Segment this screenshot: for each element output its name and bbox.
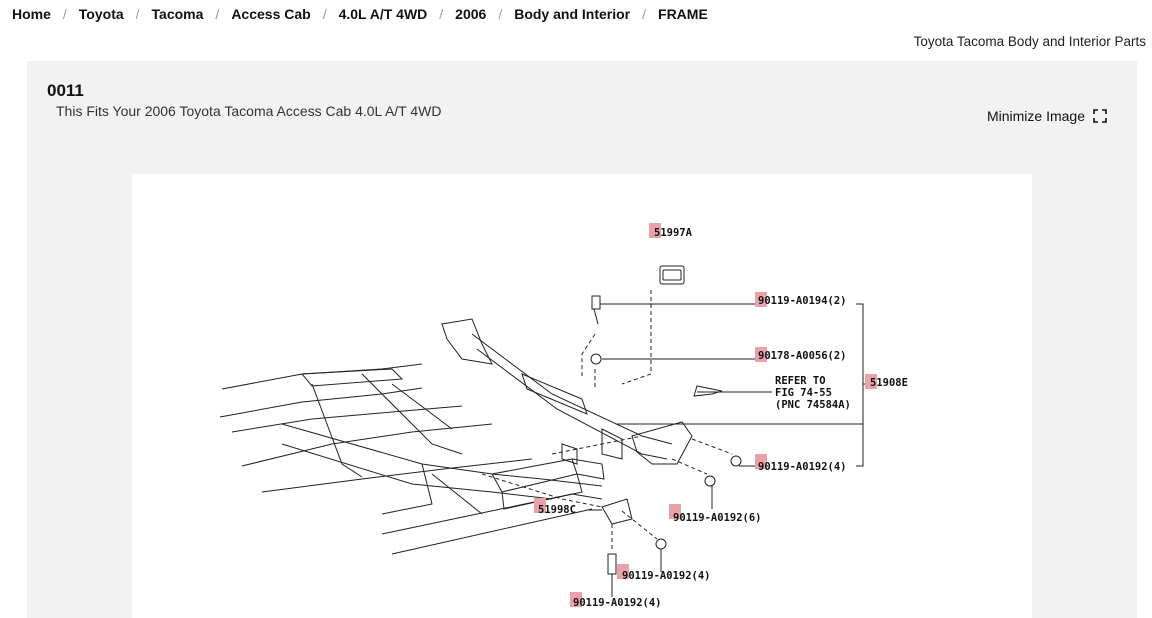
callout-label: 51997A [654,227,693,239]
callout-90119-A0192-center[interactable]: 90119-A0192(6) [669,504,762,524]
callout-label: 90119-A0192(4) [622,570,711,582]
minimize-image-label: Minimize Image [986,108,1085,124]
breadcrumb-separator: / [215,6,220,22]
breadcrumb-separator: / [498,6,503,22]
callout-90178-A0056[interactable]: 90178-A0056(2) [755,347,847,362]
refer-note-line: FIG 74-55 [775,387,832,399]
callout-label: 51998C [538,504,576,516]
breadcrumb-separator: / [322,6,327,22]
breadcrumb-make[interactable]: Toyota [78,6,124,22]
part-code: 0011 [47,81,84,100]
callout-label: 90119-A0192(4) [573,597,662,609]
refer-note-line: (PNC 74584A) [775,399,851,411]
frame-illustration [219,265,872,597]
callout-90119-A0192-right[interactable]: 90119-A0192(4) [755,454,847,473]
callout-51908E[interactable]: 51908E [865,374,908,389]
fitment-text: This Fits Your 2006 Toyota Tacoma Access… [56,103,442,119]
page-subheading: Toyota Tacoma Body and Interior Parts [913,34,1146,49]
callout-90119-A0192-bottom[interactable]: 90119-A0192(4) [570,592,662,609]
breadcrumb-engine[interactable]: 4.0L A/T 4WD [338,6,428,22]
parts-diagram[interactable]: 51997A 90119-A0194(2) 90178-A0056(2) REF… [132,174,1032,618]
breadcrumb-home[interactable]: Home [12,6,51,22]
breadcrumb-category[interactable]: Body and Interior [514,6,631,22]
callout-90119-A0194[interactable]: 90119-A0194(2) [755,292,847,307]
breadcrumb-separator: / [135,6,140,22]
breadcrumb-current[interactable]: FRAME [658,6,708,22]
callout-label: 90119-A0192(4) [758,461,847,473]
callout-label: 90178-A0056(2) [758,350,847,362]
callout-label: 51908E [870,377,908,389]
breadcrumb-model[interactable]: Tacoma [151,6,204,22]
breadcrumb-separator: / [642,6,647,22]
minimize-image-button[interactable]: Minimize Image [987,108,1107,124]
diagram-panel: 0011 This Fits Your 2006 Toyota Tacoma A… [27,61,1137,618]
expand-icon [1093,109,1107,123]
breadcrumb: Home / Toyota / Tacoma / Access Cab / 4.… [12,5,708,23]
callout-label: 90119-A0192(6) [673,512,762,524]
callout-51998C[interactable]: 51998C [534,498,576,516]
callout-label: 90119-A0194(2) [758,295,847,307]
breadcrumb-separator: / [62,6,67,22]
breadcrumb-year[interactable]: 2006 [455,6,487,22]
refer-to-figure-note: REFER TO FIG 74-55 (PNC 74584A) [775,375,851,411]
breadcrumb-body[interactable]: Access Cab [231,6,311,22]
refer-note-line: REFER TO [775,375,826,387]
callout-90119-A0192-lower[interactable]: 90119-A0192(4) [617,564,711,582]
callout-51997A[interactable]: 51997A [649,223,693,239]
breadcrumb-separator: / [439,6,444,22]
